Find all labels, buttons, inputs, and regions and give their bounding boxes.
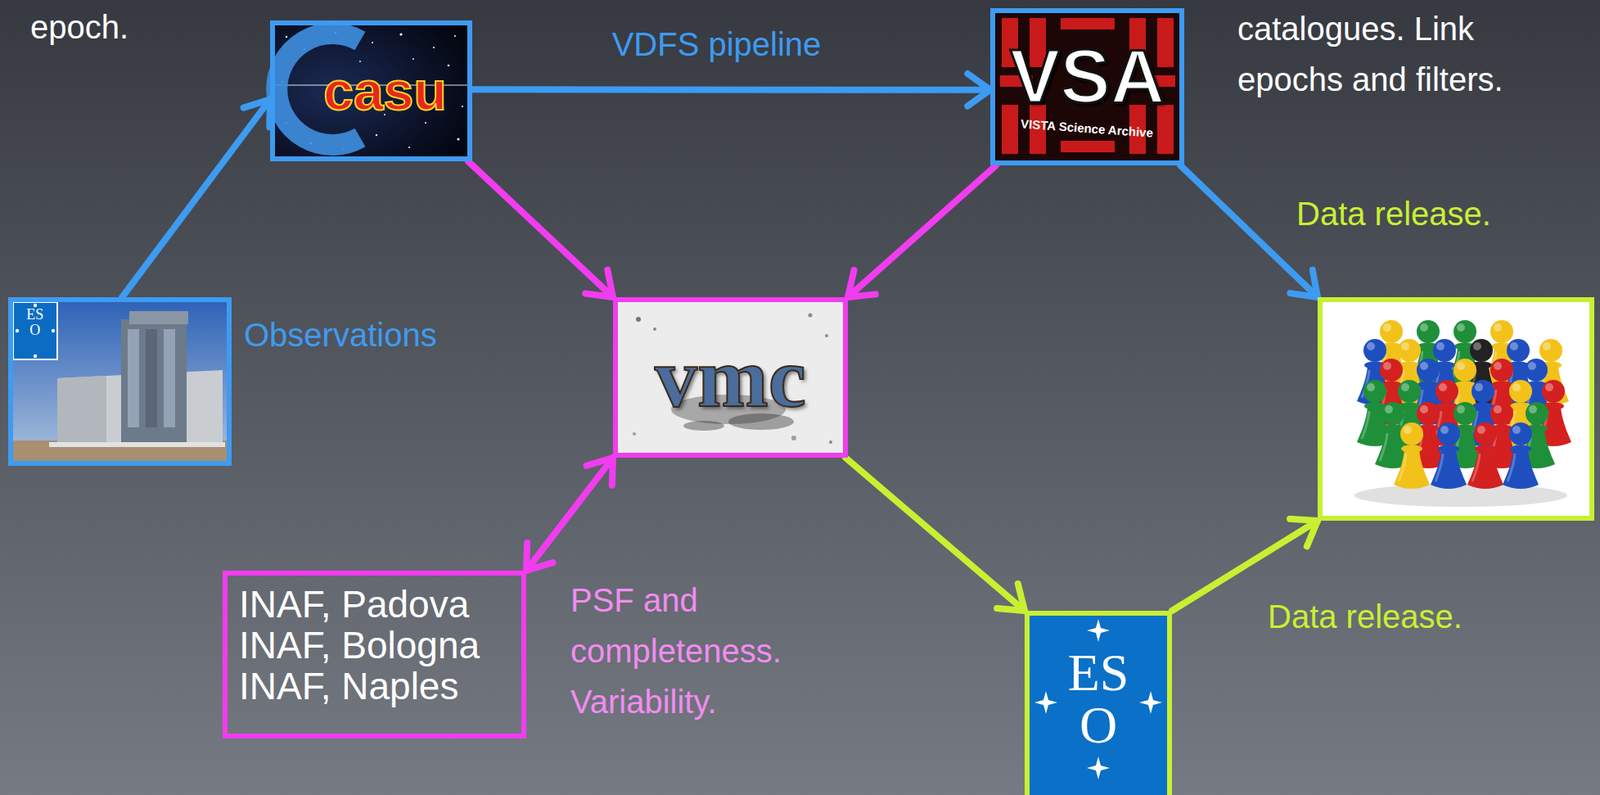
vmc-box: vmc xyxy=(612,297,848,458)
step-label: PSF and completeness. Variability. xyxy=(570,574,841,727)
casu-box: casu xyxy=(270,20,473,162)
step-label: Observations xyxy=(243,309,588,361)
connector-line xyxy=(121,99,271,298)
arrow-head xyxy=(847,270,876,298)
eso-logo-text: ESO xyxy=(1063,646,1132,752)
arrow-head xyxy=(585,270,613,298)
vmc-logo-art xyxy=(617,301,843,453)
arrow-head xyxy=(1289,518,1318,547)
institutes-box: INAF, Padova INAF, Bologna INAF, Naples xyxy=(222,570,527,739)
arrow-head xyxy=(585,457,613,486)
casu-logo-text: casu xyxy=(295,63,447,118)
note-text: catalogues. Link epochs and filters. xyxy=(1237,3,1549,105)
flow-arrow xyxy=(526,457,613,571)
arrow-head xyxy=(243,99,271,127)
edge-label: VDFS pipeline xyxy=(612,18,822,70)
connector-line xyxy=(845,457,1025,611)
institute-list: INAF, Padova INAF, Bologna INAF, Naples xyxy=(238,583,510,707)
flow-arrow xyxy=(121,99,271,298)
note-text: epoch. xyxy=(30,1,276,53)
flow-arrow xyxy=(472,73,991,107)
step-label: Data release. xyxy=(1267,590,1579,642)
people-pawns xyxy=(1322,301,1590,516)
step-label: Data release. xyxy=(1296,188,1567,239)
arrow-head xyxy=(996,583,1025,611)
vmc-logo-text: vmc xyxy=(654,334,807,420)
telescope-photo xyxy=(13,301,227,461)
vsa-box: VSA VISTA Science Archive xyxy=(990,8,1185,166)
connector-line xyxy=(526,457,613,571)
casu-logo-art xyxy=(274,25,468,157)
arrow-head xyxy=(967,73,991,107)
connector-line xyxy=(468,161,613,298)
eso-box: ESO xyxy=(1024,610,1172,795)
telescope-box: ESO xyxy=(8,297,232,466)
vsa-logo-text: VSA xyxy=(1009,38,1165,114)
connector-line xyxy=(847,165,997,298)
people-box xyxy=(1317,297,1595,521)
eso-logo-art xyxy=(1029,615,1168,795)
flow-arrow xyxy=(468,161,613,298)
connector-line xyxy=(1171,520,1318,611)
flow-arrow xyxy=(845,457,1025,611)
vsa-logo-art xyxy=(995,13,1180,161)
flow-arrow xyxy=(1171,518,1318,611)
connector-line xyxy=(472,85,991,94)
eso-logo-text: ESO xyxy=(25,306,45,339)
flow-arrow xyxy=(847,165,997,298)
vsa-subtitle: VISTA Science Archive xyxy=(1020,117,1154,140)
arrow-head xyxy=(526,542,554,571)
arrow-head xyxy=(1289,270,1318,298)
